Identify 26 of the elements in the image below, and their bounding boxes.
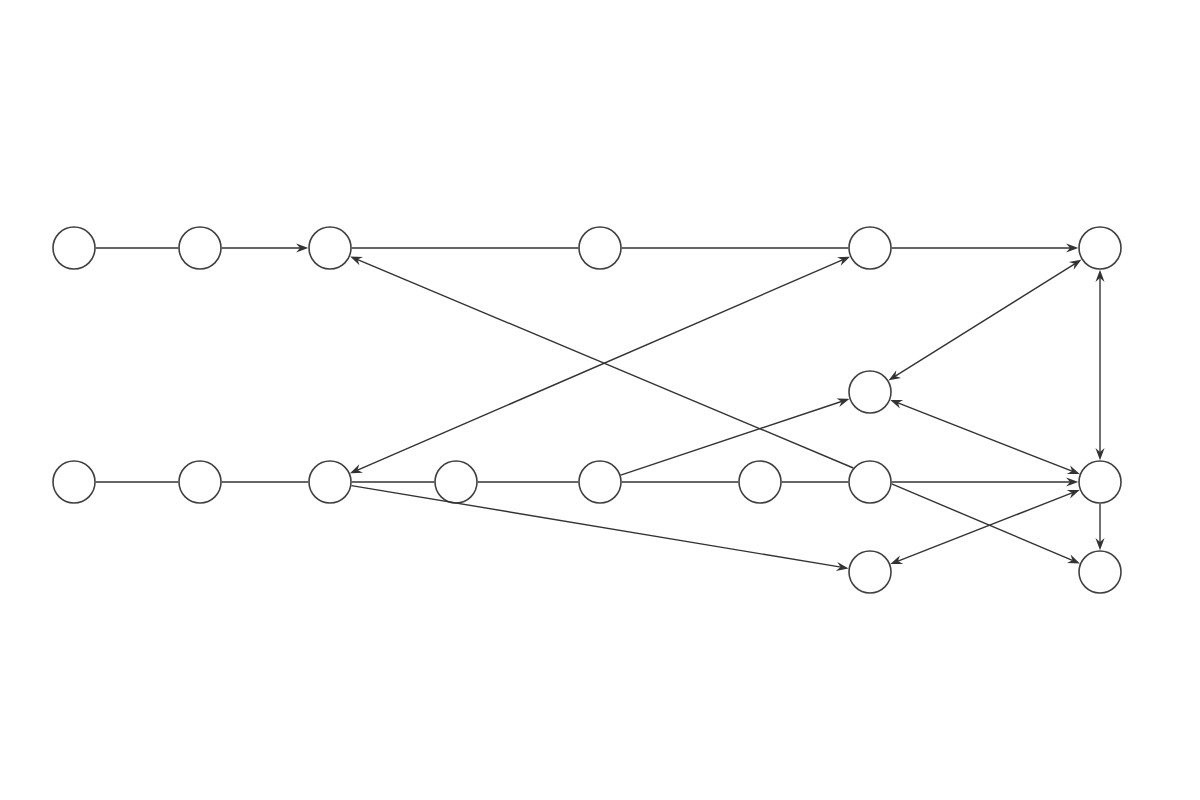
circle-node xyxy=(1078,550,1122,594)
circle-node xyxy=(308,226,352,270)
circle-node xyxy=(178,460,222,504)
circle-node xyxy=(178,226,222,270)
circle-node xyxy=(1078,460,1122,504)
circle-node xyxy=(52,460,96,504)
circle-node xyxy=(738,460,782,504)
circle-node xyxy=(848,226,892,270)
connector-line xyxy=(95,481,179,483)
circle-node xyxy=(308,460,352,504)
circle-node xyxy=(52,226,96,270)
circle-node xyxy=(578,460,622,504)
connector-line xyxy=(95,247,179,249)
connector-line xyxy=(621,247,849,249)
circle-node xyxy=(848,460,892,504)
connector-line xyxy=(221,481,309,483)
circle-node xyxy=(1078,226,1122,270)
circle-node xyxy=(578,226,622,270)
circle-node xyxy=(848,370,892,414)
connector-line xyxy=(781,481,849,483)
circle-node xyxy=(848,550,892,594)
connector-line xyxy=(621,481,739,483)
connector-line xyxy=(477,481,579,483)
circle-node xyxy=(434,460,478,504)
connector-line xyxy=(351,247,579,249)
connector-line xyxy=(351,481,435,483)
